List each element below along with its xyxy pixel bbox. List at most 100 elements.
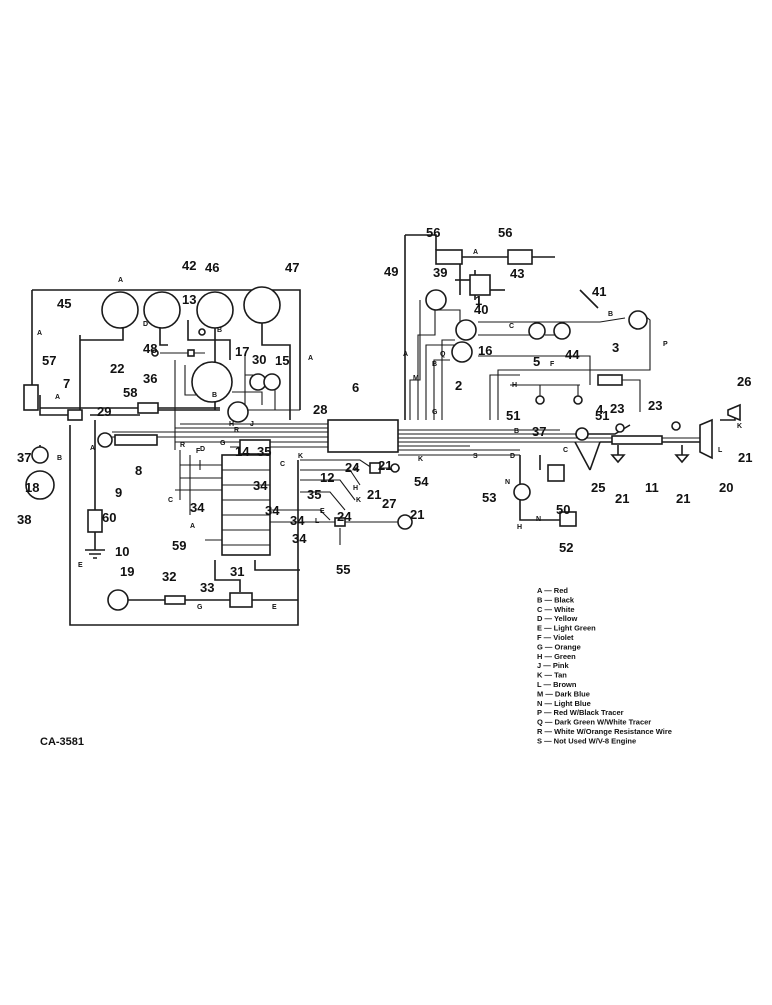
wire-letter-K: K xyxy=(354,466,359,473)
part-number-1: 1 xyxy=(475,293,482,308)
part-number-16: 16 xyxy=(478,343,492,358)
relay-pack-59 xyxy=(221,454,271,556)
components xyxy=(23,249,741,611)
part-number-8: 8 xyxy=(135,463,142,478)
wire-letter-A: A xyxy=(37,330,42,337)
wire-letter-D: D xyxy=(510,453,515,460)
part-number-34: 34 xyxy=(253,478,268,493)
part-number-17: 17 xyxy=(235,344,249,359)
switch-39 xyxy=(455,319,477,341)
part-number-36: 36 xyxy=(143,371,157,386)
fuse-56b xyxy=(507,249,533,265)
legend-entry: K — Tan xyxy=(537,671,567,680)
part-number-41: 41 xyxy=(592,284,606,299)
part-number-26: 26 xyxy=(737,374,751,389)
part-number-19: 19 xyxy=(120,564,134,579)
part-number-34: 34 xyxy=(265,503,280,518)
wire-letter-B: B xyxy=(57,455,62,462)
wire-letter-H: H xyxy=(353,485,358,492)
wire-letter-E: E xyxy=(272,604,277,611)
part-number-52: 52 xyxy=(559,540,573,555)
wire-letter-B: B xyxy=(608,311,613,318)
part-44 xyxy=(553,322,571,340)
wire-letter-S: S xyxy=(473,453,478,460)
part-number-30: 30 xyxy=(252,352,266,367)
part-number-4: 4 xyxy=(596,402,604,417)
wire-letter-N: N xyxy=(536,516,541,523)
part-number-24: 24 xyxy=(337,509,352,524)
part-55 xyxy=(334,517,346,527)
part-54 xyxy=(390,463,400,473)
part-number-56: 56 xyxy=(498,225,512,240)
part-number-12: 12 xyxy=(320,470,334,485)
wire-letter-G: G xyxy=(220,440,226,447)
part-number-56: 56 xyxy=(426,225,440,240)
part-number-49: 49 xyxy=(384,264,398,279)
part-number-14: 14 xyxy=(235,444,250,459)
wire-letter-E: E xyxy=(320,508,325,515)
wire-letter-G: G xyxy=(432,409,438,416)
part-14 xyxy=(239,439,271,455)
wire-letter-B: B xyxy=(432,361,437,368)
legend-entry: G — Orange xyxy=(537,642,581,651)
part-number-51: 51 xyxy=(506,408,520,423)
wire-letter-A: A xyxy=(90,445,95,452)
part-19 xyxy=(107,589,129,611)
part-60 xyxy=(87,509,103,533)
part-number-45: 45 xyxy=(57,296,71,311)
part-number-29: 29 xyxy=(97,404,111,419)
wire-letter-C: C xyxy=(280,461,285,468)
part-number-50: 50 xyxy=(556,502,570,517)
part-number-47: 47 xyxy=(285,260,299,275)
part-number-28: 28 xyxy=(313,402,327,417)
lamp-21b xyxy=(674,454,690,464)
part-number-35: 35 xyxy=(257,444,271,459)
wire-letter-H: H xyxy=(229,421,234,428)
part-22-block xyxy=(187,349,195,357)
wire-letter-A: A xyxy=(118,277,123,284)
legend-entry: C — White xyxy=(537,605,575,614)
part-number-35: 35 xyxy=(307,487,321,502)
legend-entry: D — Yellow xyxy=(537,614,577,623)
part-4 xyxy=(597,374,623,386)
part-21d xyxy=(369,462,381,474)
part-number-40: 40 xyxy=(474,302,488,317)
wire-letter-M: M xyxy=(413,375,419,382)
legend-entry: R — White W/Orange Resistance Wire xyxy=(537,727,672,736)
wire-letter-L: L xyxy=(315,518,320,525)
part-number-44: 44 xyxy=(565,347,580,362)
part-41-pointer xyxy=(579,289,599,309)
part-26 xyxy=(727,403,741,422)
wire-letter-labels: AAAAAAAABBBBBBCCCCDDDEEEFFGGGHHHHJKKKKKL… xyxy=(37,249,742,611)
part-number-33: 33 xyxy=(200,580,214,595)
lamp-21c xyxy=(397,514,413,530)
part-number-60: 60 xyxy=(102,510,116,525)
part-22 xyxy=(151,349,159,357)
part-11 xyxy=(611,435,663,445)
part-number-7: 7 xyxy=(63,376,70,391)
part-number-43: 43 xyxy=(510,266,524,281)
part-18 xyxy=(25,470,55,500)
part-number-32: 32 xyxy=(162,569,176,584)
part-number-57: 57 xyxy=(42,353,56,368)
part-51a xyxy=(535,395,545,405)
legend-entry: J — Pink xyxy=(537,661,570,670)
wire-letter-A: A xyxy=(403,351,408,358)
wire-letter-Q: Q xyxy=(440,351,446,358)
wire-letter-H: H xyxy=(512,382,517,389)
wire-letter-A: A xyxy=(473,249,478,256)
part-number-48: 48 xyxy=(143,341,157,356)
part-number-13: 13 xyxy=(182,292,196,307)
wiring-lines xyxy=(31,234,736,626)
part-29 xyxy=(97,432,113,448)
part-number-18: 18 xyxy=(25,480,39,495)
part-number-21: 21 xyxy=(367,487,381,502)
gauge-47 xyxy=(243,286,281,324)
wire-letter-R: R xyxy=(180,442,185,449)
wire-letter-F: F xyxy=(196,448,201,455)
part-number-11: 11 xyxy=(645,480,659,495)
wire-letter-K: K xyxy=(298,453,303,460)
